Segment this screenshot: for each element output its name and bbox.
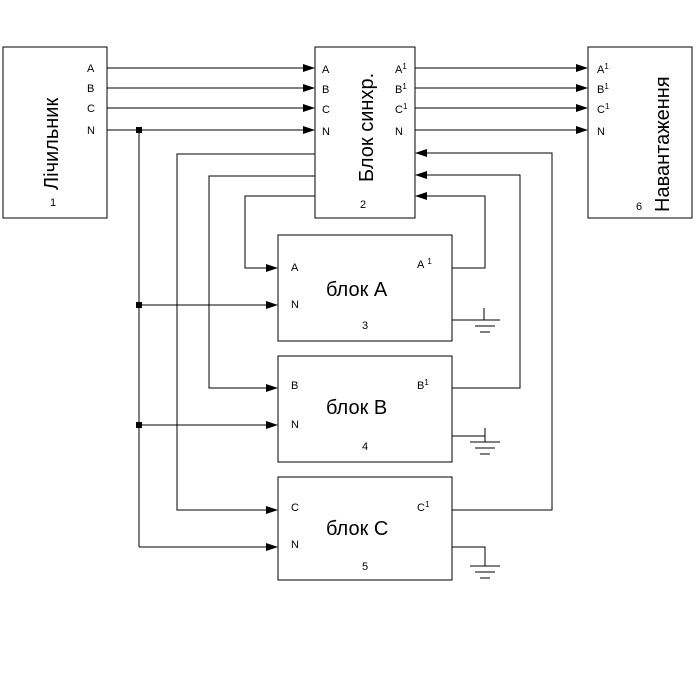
- load-port-n: N: [597, 126, 605, 138]
- block-b-in1: B: [291, 380, 298, 392]
- sync-in-b: B: [322, 84, 329, 96]
- wire-block-c-to-sync: [415, 149, 553, 511]
- meter-port-a: A: [87, 63, 95, 75]
- sync-in-n: N: [322, 126, 330, 138]
- sync-in-c: C: [322, 104, 330, 116]
- wire-block-a-to-sync: [415, 192, 486, 269]
- block-c-number: 5: [362, 561, 368, 573]
- wire-sync-to-block-a: [244, 195, 315, 272]
- ground-a-wire: [452, 308, 485, 321]
- sync-out-c: C1: [395, 102, 408, 116]
- ground-b-wire: [452, 428, 486, 437]
- block-a-box: [277, 234, 453, 342]
- block-a-number: 3: [362, 320, 368, 332]
- block-c-in2: N: [291, 539, 299, 551]
- block-c-box: [277, 476, 453, 581]
- block-c-title: блок С: [326, 518, 388, 540]
- ground-block-a: [452, 308, 500, 333]
- load-port-c: C1: [597, 102, 610, 116]
- meter-title: Лічильник: [41, 98, 63, 190]
- load-block: Навантаження 6 A1 B1 C1 N: [587, 46, 693, 219]
- block-b-title: блок B: [326, 397, 387, 419]
- sync-title: Блок синхр.: [356, 73, 378, 182]
- junction-dot-1: [136, 127, 142, 133]
- block-a-title: блок А: [326, 279, 388, 301]
- sync-out-a: A1: [395, 62, 407, 76]
- block-b: блок B 4 B N B1: [277, 355, 453, 463]
- meter-port-n: N: [87, 125, 95, 137]
- ground-block-b: [452, 428, 500, 455]
- ground-c-wire: [452, 546, 486, 566]
- meter-port-c: C: [87, 103, 95, 115]
- load-box: [587, 46, 693, 219]
- block-b-box: [277, 355, 453, 463]
- sync-out-b: B1: [395, 82, 407, 96]
- wires-sync-to-load: [415, 64, 588, 134]
- ground-block-c: [452, 546, 500, 579]
- load-port-a: A1: [597, 62, 609, 76]
- block-c-in1: C: [291, 502, 299, 514]
- wire-block-b-to-sync: [415, 171, 521, 389]
- block-b-out: B1: [417, 378, 429, 392]
- sync-in-a: A: [322, 64, 330, 76]
- wires-blocks-to-sync: [415, 149, 553, 511]
- neutral-bus: [136, 127, 278, 551]
- meter-box: [2, 46, 108, 219]
- sync-out-n: N: [395, 126, 403, 138]
- wires-meter-to-sync: [107, 64, 315, 134]
- wire-sync-to-block-b: [208, 175, 315, 392]
- wires-sync-to-blocks: [176, 153, 315, 514]
- meter-block: Лічильник 1 A B C N: [2, 46, 108, 219]
- block-c-out: C1: [417, 500, 430, 514]
- block-b-in2: N: [291, 419, 299, 431]
- block-a-in2: N: [291, 299, 299, 311]
- sync-block: Блок синхр. 2 A B C N A1 B1 C1 N: [314, 46, 416, 219]
- block-b-number: 4: [362, 441, 368, 453]
- block-c: блок С 5 C N C1: [277, 476, 453, 581]
- block-a-in1: A: [291, 262, 299, 274]
- load-port-b: B1: [597, 82, 609, 96]
- load-number: 6: [636, 201, 642, 213]
- sync-box: [314, 46, 416, 219]
- load-title: Навантаження: [652, 76, 674, 212]
- meter-number: 1: [50, 197, 56, 209]
- meter-port-b: B: [87, 83, 94, 95]
- wire-sync-to-block-c: [176, 153, 315, 514]
- sync-number: 2: [360, 199, 366, 211]
